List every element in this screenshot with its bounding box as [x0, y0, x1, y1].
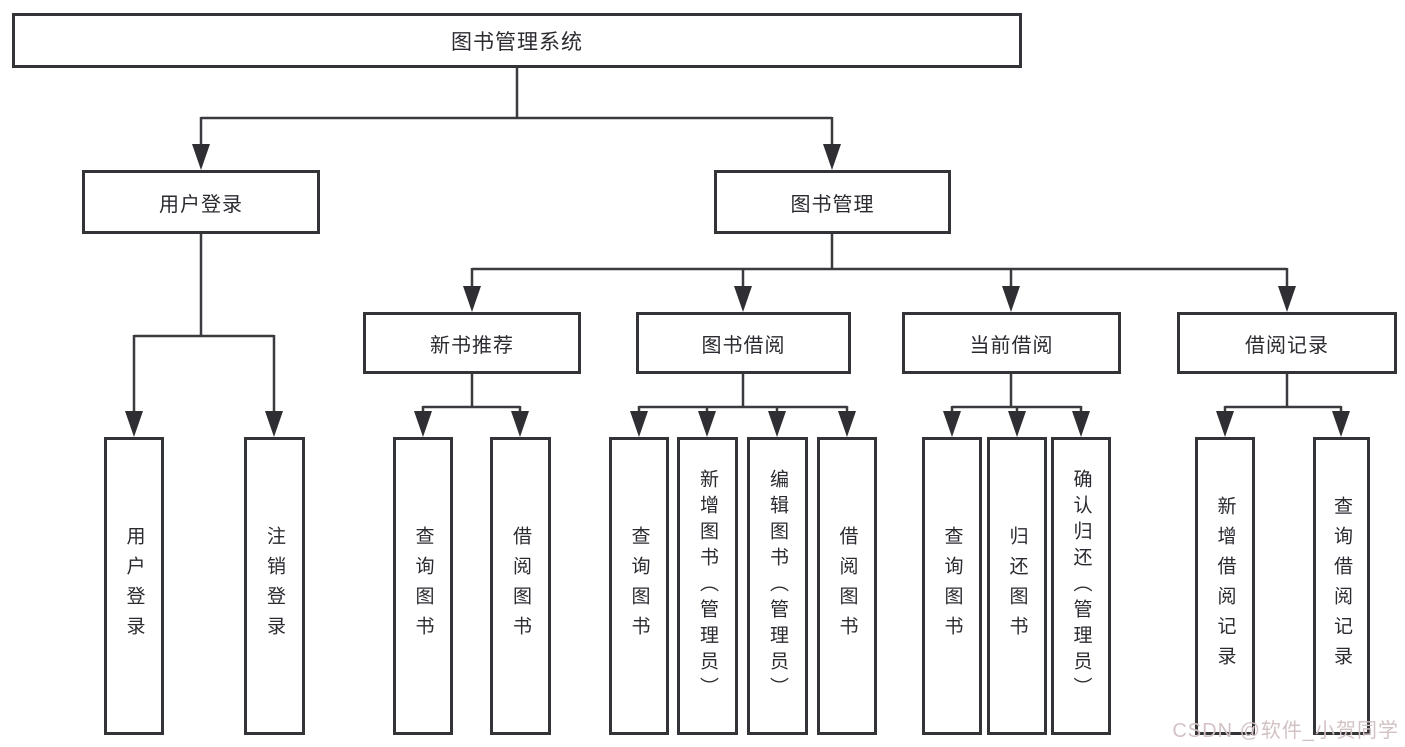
node-book-borrowing: 图书借阅: [636, 312, 851, 374]
node-borrowing-records: 借阅记录: [1177, 312, 1397, 374]
leaf-query-borrow-record: 查询借阅记录: [1313, 437, 1370, 735]
node-current-borrowing: 当前借阅: [902, 312, 1121, 374]
leaf-current-query-books: 查询图书: [922, 437, 982, 735]
leaf-borrowing-borrow-books: 借阅图书: [817, 437, 877, 735]
arrowheads: [125, 144, 1350, 437]
edge-new-book-to-leaves: [421, 374, 522, 416]
leaf-borrowing-query-books: 查询图书: [609, 437, 669, 735]
edge-user-login-to-leaves: [132, 234, 276, 416]
node-book-management: 图书管理: [714, 170, 951, 234]
leaf-add-books-admin: 新增图书（管理员）: [677, 437, 738, 735]
edge-book-mgmt-to-level3: [470, 234, 1289, 292]
edge-borrow-record-to-leaves: [1223, 374, 1343, 416]
edge-root-to-level2: [199, 68, 834, 150]
node-root-library-system: 图书管理系统: [12, 13, 1022, 68]
node-new-book-recommend: 新书推荐: [363, 312, 581, 374]
leaf-confirm-return-admin: 确认归还（管理员）: [1051, 437, 1111, 735]
watermark: CSDN @软件_小贺同学: [1172, 720, 1399, 742]
leaf-newbook-query-books: 查询图书: [393, 437, 453, 735]
leaf-user-login: 用户登录: [104, 437, 164, 735]
edge-current-borrow-to-leaves: [950, 374, 1083, 416]
leaf-add-borrow-record: 新增借阅记录: [1195, 437, 1255, 735]
edge-book-borrow-to-leaves: [637, 374, 849, 416]
leaf-return-books: 归还图书: [987, 437, 1047, 735]
node-user-login: 用户登录: [82, 170, 320, 234]
leaf-newbook-borrow-books: 借阅图书: [490, 437, 551, 735]
leaf-logout: 注销登录: [244, 437, 305, 735]
leaf-edit-books-admin: 编辑图书（管理员）: [747, 437, 808, 735]
